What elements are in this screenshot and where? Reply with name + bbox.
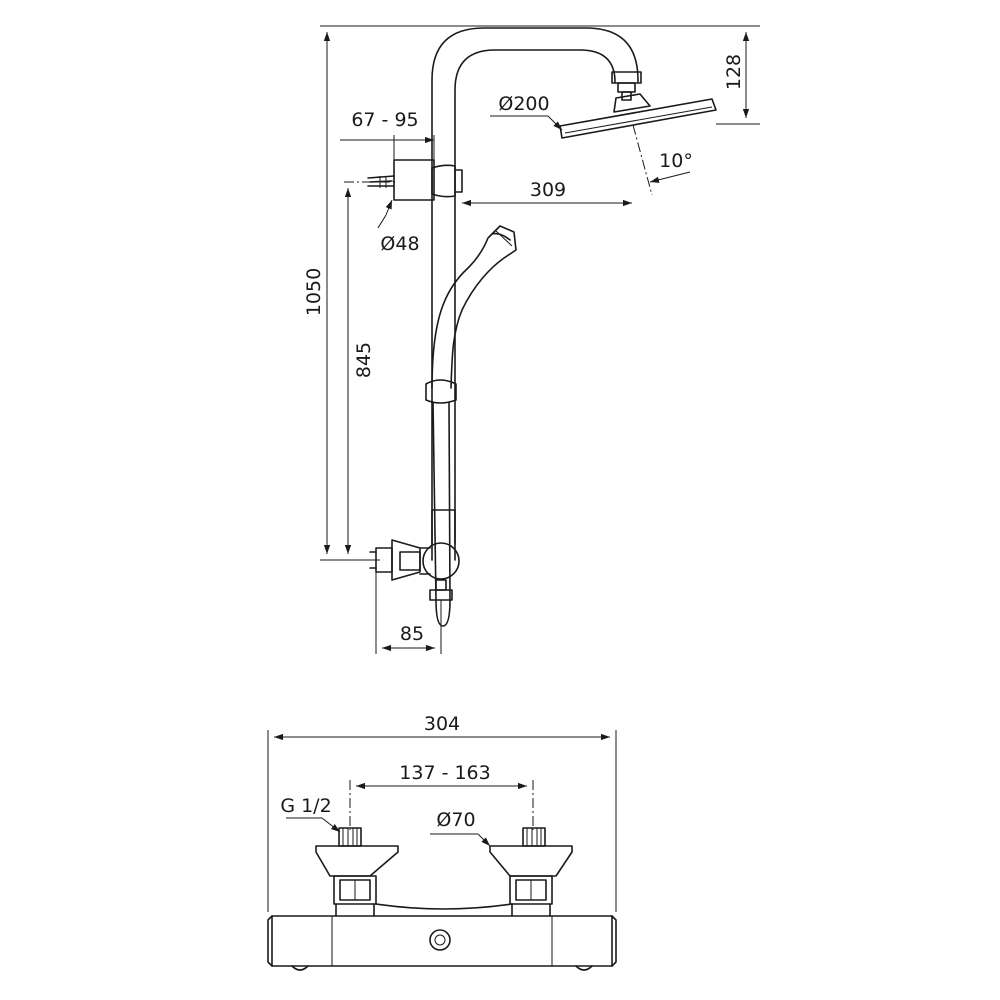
front-view: 304 137 - 163 G 1/2 Ø70: [267, 713, 617, 971]
label-height-total: 1050: [303, 268, 325, 316]
label-mixer-width: 304: [424, 713, 460, 735]
label-head-angle: 10°: [659, 150, 693, 172]
dimension-inlet-spacing: 137 - 163: [349, 762, 534, 830]
mixer-bar-body: [267, 903, 617, 971]
dimension-mixer-depth: 85: [375, 572, 442, 654]
overhead-shower-head: [559, 93, 717, 139]
dimension-head-height: 128: [716, 32, 760, 125]
callout-bracket-diameter: Ø48: [377, 199, 420, 255]
label-head-diameter: Ø200: [498, 93, 549, 115]
hand-shower: [425, 225, 517, 627]
side-view: 1050 845 67 - 95 309 128: [303, 25, 760, 654]
label-thread: G 1/2: [280, 795, 331, 817]
label-mixer-depth: 85: [400, 623, 424, 645]
label-height-outlet: 845: [353, 342, 375, 378]
callout-head-angle: 10°: [649, 150, 693, 183]
mixer-side: [369, 509, 460, 601]
callout-thread: G 1/2: [280, 795, 341, 833]
dimension-arm-reach: 309: [462, 124, 653, 207]
label-head-height: 128: [723, 54, 745, 90]
right-inlet: [489, 827, 573, 917]
riser-pipe: [431, 27, 642, 561]
dimension-height-outlet: 845: [344, 181, 395, 554]
callout-escutcheon-diameter: Ø70: [430, 809, 491, 847]
label-wall-clearance: 67 - 95: [351, 109, 418, 131]
label-inlet-spacing: 137 - 163: [399, 762, 490, 784]
callout-head-diameter: Ø200: [490, 93, 563, 131]
dimension-wall-clearance: 67 - 95: [340, 109, 435, 160]
label-bracket-diameter: Ø48: [380, 233, 419, 255]
left-inlet: [315, 827, 399, 917]
label-escutcheon-diameter: Ø70: [436, 809, 475, 831]
wall-bracket: [367, 159, 463, 201]
dimension-height-total: 1050: [303, 25, 760, 561]
dimension-mixer-width: 304: [267, 713, 617, 912]
label-arm-reach: 309: [530, 179, 566, 201]
